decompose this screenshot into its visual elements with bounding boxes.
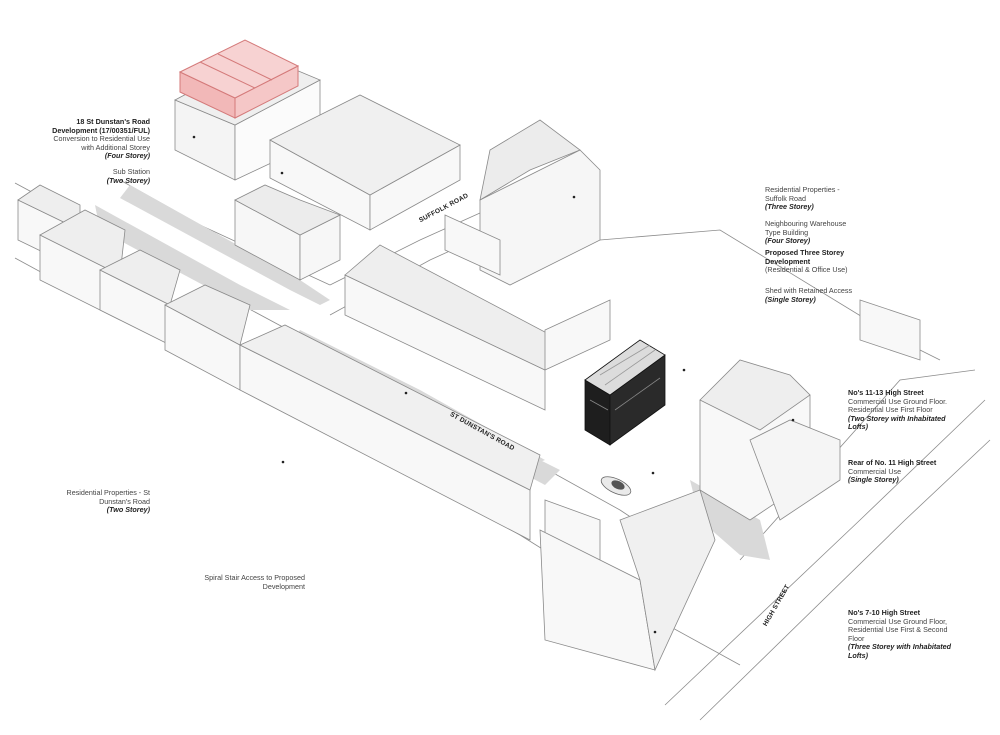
label-proposed-development: Proposed Three Storey Development (Resid…: [765, 248, 855, 275]
label-title: No's 7-10 High Street: [848, 608, 921, 617]
label-title: Rear of No. 11 High Street: [848, 458, 937, 467]
label-description: Conversion to Residential Use with Addit…: [53, 134, 150, 152]
label-description: (Residential & Office Use): [765, 265, 848, 275]
label-title: No's 11-13 High Street: [848, 388, 924, 397]
label-rear-11-high-street: Rear of No. 11 High Street Commercial Us…: [848, 458, 948, 485]
label-shed: Shed with Retained Access (Single Storey…: [765, 286, 865, 304]
label-title: Proposed Three Storey Development: [765, 248, 845, 266]
terrace-st-dunstans-south: [17, 184, 541, 541]
buildings-high-street: [539, 299, 921, 672]
label-description: Commercial Use Ground Floor. Residential…: [848, 396, 948, 415]
terrace-st-dunstans-north: [344, 119, 611, 411]
proposed-development-block: [584, 339, 666, 446]
label-description: Residential Properties - St Dunstan's Ro…: [66, 488, 151, 506]
label-18-st-dunstans-road: 18 St Dunstan's Road Development (17/003…: [40, 117, 150, 161]
label-storeys: (Two Storey): [106, 505, 150, 515]
building-warehouse-suffolk: [269, 94, 461, 231]
label-storeys: (Three Storey): [765, 202, 814, 212]
additional-storey-highlight: [178, 39, 300, 119]
label-storeys: (Single Storey): [848, 475, 899, 485]
label-storeys: (Two Storey with Inhabitated Lofts): [848, 413, 946, 432]
label-storeys: (Two Storey): [106, 175, 150, 185]
label-description: Commercial Use: [848, 466, 902, 476]
label-high-street-7-10: No's 7-10 High Street Commercial Use Gro…: [848, 608, 958, 661]
label-sub-station: Sub Station (Two Storey): [60, 167, 150, 185]
label-storeys: (Three Storey with Inhabitated Lofts): [848, 642, 952, 660]
label-storeys: (Four Storey): [104, 151, 150, 161]
label-residential-suffolk-road: Residential Properties - Suffolk Road (T…: [765, 185, 855, 212]
label-storeys: (Four Storey): [765, 236, 811, 246]
label-description: Sub Station: [112, 167, 150, 176]
label-spiral-stair: Spiral Stair Access to Proposed Developm…: [195, 573, 305, 591]
label-description: Neighbouring Warehouse Type Building: [765, 219, 847, 237]
label-high-street-11-13: No's 11-13 High Street Commercial Use Gr…: [848, 388, 958, 432]
high-street-edge-south: [664, 399, 986, 706]
building-suffolk-house: [234, 184, 341, 281]
label-residential-st-dunstans: Residential Properties - St Dunstan's Ro…: [50, 488, 151, 515]
label-description: Commercial Use Ground Floor, Residential…: [848, 616, 948, 643]
label-storeys: (Single Storey): [765, 294, 816, 304]
label-title: 18 St Dunstan's Road Development (17/003…: [52, 117, 150, 135]
label-description: Spiral Stair Access to Proposed Developm…: [204, 573, 305, 591]
car-icon: [600, 476, 632, 496]
leader-dots: [192, 135, 795, 634]
label-neighbouring-warehouse: Neighbouring Warehouse Type Building (Fo…: [765, 219, 855, 246]
label-description: Shed with Retained Access: [765, 286, 853, 295]
high-street-edge-far: [699, 439, 991, 721]
label-description: Residential Properties - Suffolk Road: [765, 185, 840, 203]
